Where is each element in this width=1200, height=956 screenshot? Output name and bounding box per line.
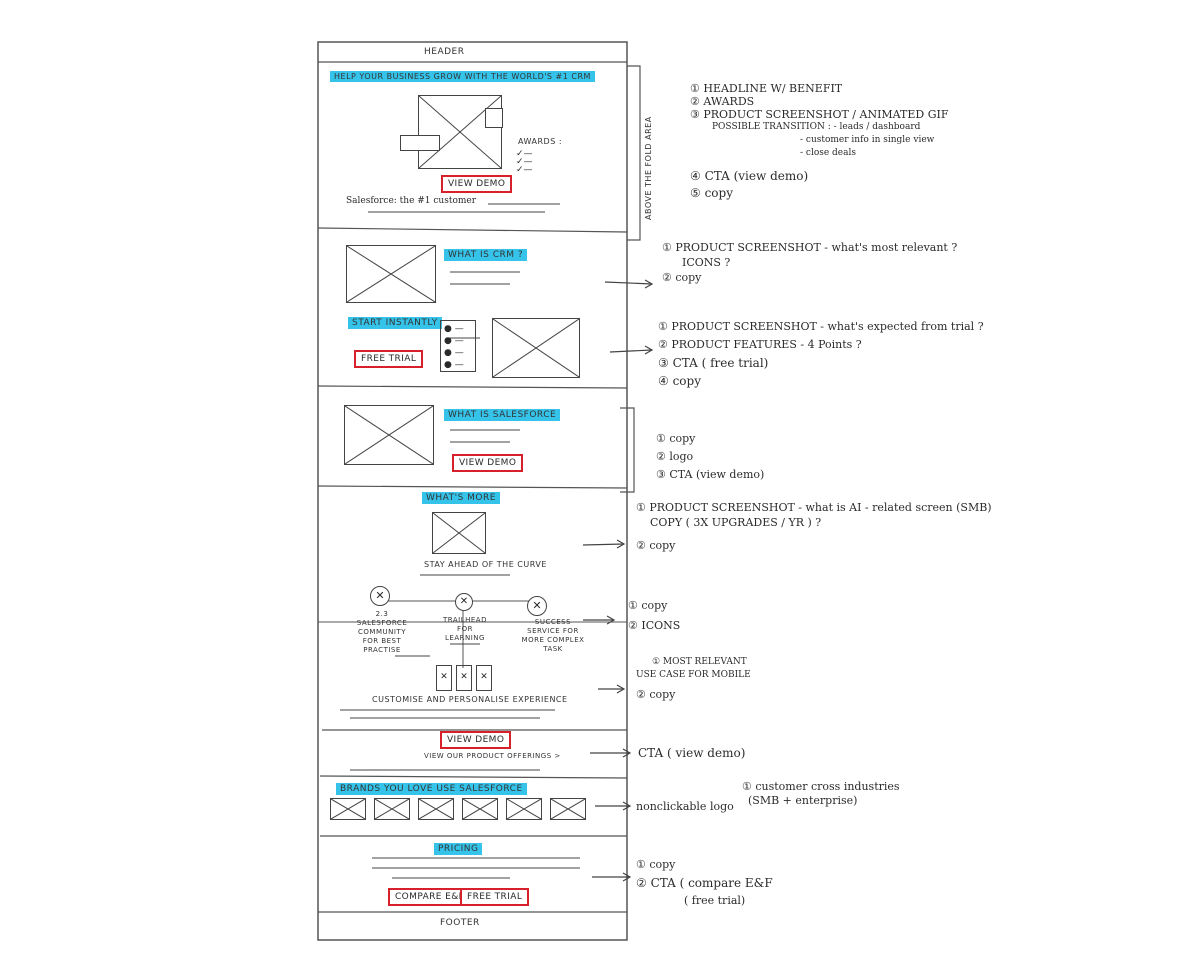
annotation-line: ICONS ?: [682, 256, 731, 269]
hero-copy: Salesforce: the #1 customer: [346, 196, 477, 206]
icon-caption-community: 2.3 SALESFORCE COMMUNITY FOR BEST PRACTI…: [356, 610, 408, 654]
annotation-crm: ① PRODUCT SCREENSHOT - what's most relev…: [662, 240, 957, 285]
annotation-hero: ① HEADLINE W/ BENEFIT ② AWARDS ③ PRODUCT…: [690, 82, 948, 200]
annotation-line: ① PRODUCT SCREENSHOT - what's expected f…: [658, 320, 984, 333]
annotation-start: ① PRODUCT SCREENSHOT - what's expected f…: [658, 318, 984, 390]
awards-checklist: ✓—✓—✓—: [516, 149, 533, 175]
brand-logo-placeholder: [330, 798, 366, 820]
annotation-line: ② copy: [662, 271, 702, 284]
annotation-line: - customer info in single view: [800, 135, 935, 145]
awards-label: AWARDS :: [518, 137, 563, 146]
annotation-line: (SMB + enterprise): [748, 794, 858, 807]
annotation-line: ⑤ copy: [690, 186, 733, 200]
pricing-free-trial-button[interactable]: FREE TRIAL: [460, 888, 530, 906]
brand-logo-placeholder: [506, 798, 542, 820]
trailhead-icon: ✕: [455, 593, 473, 611]
annotation-whats-more: ① PRODUCT SCREENSHOT - what is AI - rela…: [636, 500, 992, 553]
annotation-line: ② copy: [636, 539, 676, 552]
start-instantly-title: START INSTANTLY: [348, 317, 442, 329]
annotation-icons: ① copy ② ICONS: [628, 596, 680, 636]
crm-screenshot-placeholder: [346, 245, 436, 303]
annotation-line: ① HEADLINE W/ BENEFIT: [690, 82, 843, 95]
mobile-phone-placeholder: ✕: [436, 665, 452, 691]
hero-screenshot-placeholder: [418, 95, 502, 169]
community-icon: ✕: [370, 586, 390, 606]
pricing-title: PRICING: [434, 843, 483, 855]
hero-view-demo-button[interactable]: VIEW DEMO: [441, 175, 513, 193]
salesforce-screenshot-placeholder: [344, 405, 434, 465]
success-service-icon: ✕: [527, 596, 547, 616]
annotation-brands: ① customer cross industries (SMB + enter…: [742, 780, 900, 808]
crm-title: WHAT IS CRM ?: [444, 249, 528, 261]
annotation-line: ② AWARDS: [690, 95, 755, 108]
brand-logo-placeholder: [550, 798, 586, 820]
annotation-line: ① copy: [628, 599, 668, 612]
salesforce-view-demo-button[interactable]: VIEW DEMO: [452, 454, 524, 472]
annotation-line: ① PRODUCT SCREENSHOT - what is AI - rela…: [636, 501, 992, 514]
hero-headline: HELP YOUR BUSINESS GROW WITH THE WORLD'S…: [330, 71, 595, 82]
icon-caption-trailhead: TRAILHEAD FOR LEARNING: [443, 616, 487, 642]
annotation-line: ① MOST RELEVANT: [652, 657, 747, 667]
wireframe-footer: FOOTER: [440, 918, 480, 928]
annotation-pricing: ① copy ② CTA ( compare E&F ( free trial): [636, 856, 773, 910]
trial-screenshot-placeholder: [492, 318, 580, 378]
icon-caption-success: SUCCESS SERVICE FOR MORE COMPLEX TASK: [521, 618, 585, 653]
annotation-line: ① copy: [656, 432, 696, 445]
start-free-trial-button[interactable]: FREE TRIAL: [354, 350, 424, 368]
hero-float-card: [485, 108, 503, 128]
annotation-line: ① customer cross industries: [742, 780, 900, 793]
annotation-line: POSSIBLE TRANSITION : - leads / dashboar…: [712, 122, 921, 132]
annotation-mobile: ① MOST RELEVANT USE CASE FOR MOBILE ② co…: [636, 656, 751, 701]
annotation-line: ④ CTA (view demo): [690, 169, 809, 183]
hero-float-card: [400, 135, 440, 151]
cta-view-demo-button[interactable]: VIEW DEMO: [440, 731, 512, 749]
feature-list: ● —● —● —● —: [440, 320, 476, 372]
annotation-line: ③ CTA ( free trial): [658, 356, 769, 370]
annotation-line: COPY ( 3X UPGRADES / YR ) ?: [650, 516, 822, 529]
annotation-line: ② ICONS: [628, 619, 681, 632]
wireframe-header: HEADER: [424, 47, 465, 57]
annotation-line: ① PRODUCT SCREENSHOT - what's most relev…: [662, 241, 958, 254]
salesforce-title: WHAT IS SALESFORCE: [444, 409, 561, 421]
mobile-caption: CUSTOMISE AND PERSONALISE EXPERIENCE: [372, 695, 568, 704]
annotation-line: ④ copy: [658, 374, 701, 388]
whats-more-title: WHAT'S MORE: [422, 492, 500, 504]
whats-more-caption: STAY AHEAD OF THE CURVE: [424, 560, 547, 569]
annotation-cta: CTA ( view demo): [638, 746, 746, 760]
annotation-line: USE CASE FOR MOBILE: [636, 670, 751, 680]
brand-logo-row: [330, 798, 590, 822]
compare-button[interactable]: COMPARE E&F: [388, 888, 472, 906]
brand-logo-placeholder: [418, 798, 454, 820]
brand-logo-placeholder: [462, 798, 498, 820]
annotation-line: - close deals: [800, 148, 856, 158]
mobile-phone-placeholder: ✕: [456, 665, 472, 691]
annotation-line: ( free trial): [684, 894, 746, 907]
annotation-salesforce: ① copy ② logo ③ CTA (view demo): [656, 430, 764, 484]
annotation-brands-logo: nonclickable logo: [636, 800, 734, 813]
whats-more-screenshot-placeholder: [432, 512, 486, 554]
annotation-line: ② PRODUCT FEATURES - 4 Points ?: [658, 338, 862, 351]
annotation-line: ② copy: [636, 688, 676, 701]
annotation-line: ② logo: [656, 450, 694, 463]
annotation-line: ③ PRODUCT SCREENSHOT / ANIMATED GIF: [690, 108, 949, 121]
annotation-line: ① copy: [636, 858, 676, 871]
brands-title: BRANDS YOU LOVE USE SALESFORCE: [336, 783, 527, 795]
annotation-line: ③ CTA (view demo): [656, 468, 765, 481]
mobile-phone-placeholder: ✕: [476, 665, 492, 691]
annotation-line: ② CTA ( compare E&F: [636, 876, 773, 890]
product-offerings-link[interactable]: VIEW OUR PRODUCT OFFERINGS >: [424, 752, 561, 760]
brand-logo-placeholder: [374, 798, 410, 820]
